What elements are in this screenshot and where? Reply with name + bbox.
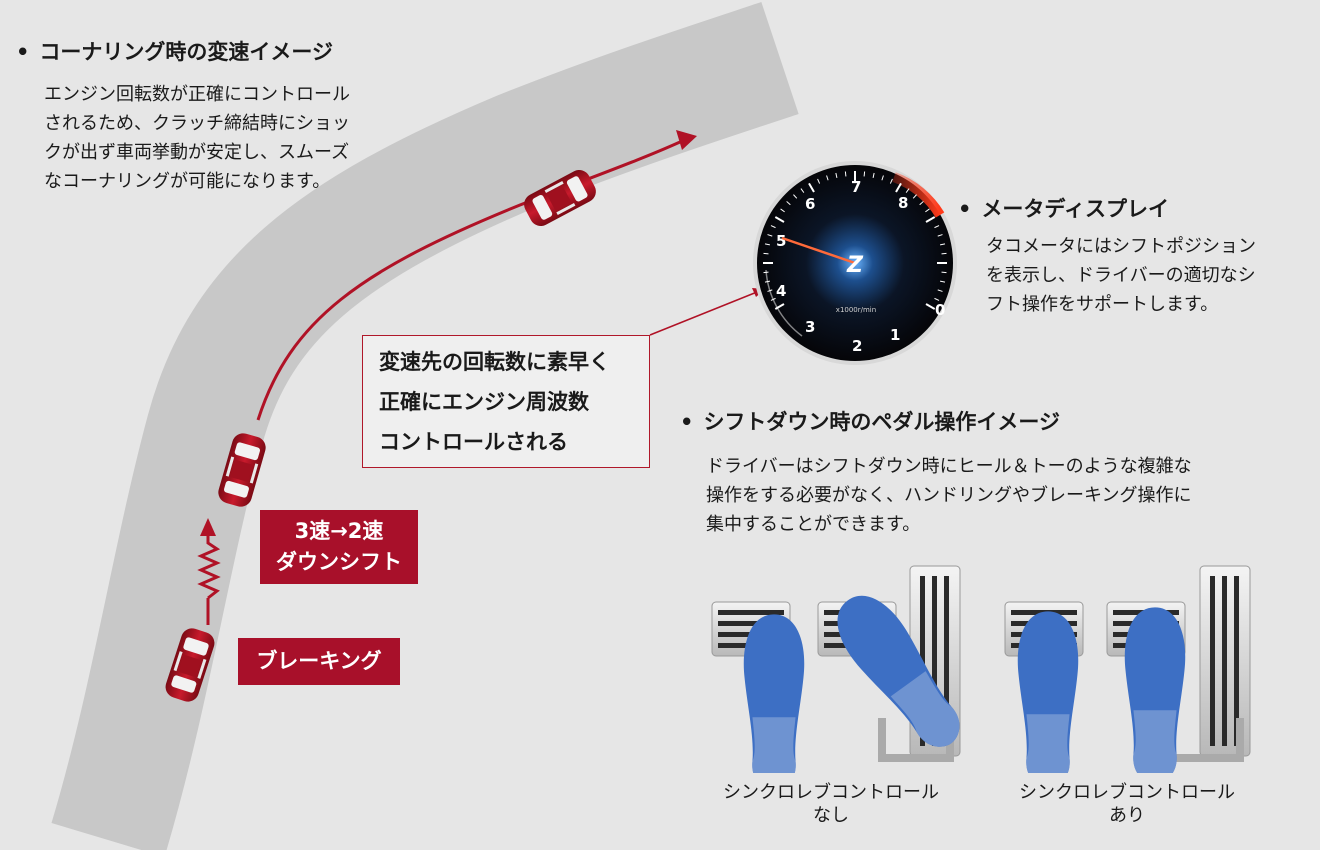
gauge-tick [817, 178, 821, 184]
gauge-tick [793, 194, 798, 199]
gauge-tick [800, 188, 805, 193]
gauge-tick [763, 271, 769, 274]
gauge-ticks [763, 171, 947, 310]
cornering-section: •コーナリング時の変速イメージ [16, 36, 333, 66]
redline-zone [892, 172, 945, 218]
pedal-body: ドライバーはシフトダウン時にヒール＆トーのような複雑な 操作をする必要がなく、ハ… [706, 456, 1192, 536]
tick-label-1: 1 [890, 326, 900, 344]
gauge-tick [826, 175, 829, 181]
downshift-arrowhead [200, 518, 216, 536]
gauge-tick [934, 297, 940, 301]
pedal-illustration [711, 565, 1251, 773]
gauge-tick [925, 208, 930, 213]
gauge-tick [925, 303, 936, 310]
shoe-clutch-right [1017, 611, 1079, 773]
caption-without-src: シンクロレブコントロール なし [723, 782, 939, 827]
gauge-tick [764, 243, 771, 246]
gauge-tick [905, 188, 910, 193]
cornering-body: エンジン回転数が正確にコントロール されるため、クラッチ締結時にショッ クが出ず… [44, 84, 350, 193]
tick-label-5: 5 [776, 232, 786, 250]
tick-label-4: 4 [776, 282, 786, 300]
gauge-tick [774, 303, 785, 310]
gauge-tick [872, 172, 875, 179]
gauge-tick [895, 182, 902, 193]
gauge-tick [937, 234, 943, 237]
gauge-tick [941, 271, 947, 274]
downshift-label: 3速→2速 ダウンシフト [260, 510, 418, 584]
tachometer-gauge: 0 1 2 3 4 5 6 7 8 Z x1000r/min [753, 161, 957, 365]
gauge-tick [770, 297, 776, 301]
bullet-icon: • [680, 410, 694, 434]
bullet-icon: • [16, 40, 30, 64]
gauge-arc [765, 269, 803, 337]
gauge-tick [764, 280, 771, 283]
gauge-needle [781, 236, 856, 265]
gauge-tick [941, 252, 947, 255]
gauge-tick [808, 182, 815, 193]
tick-label-0: 0 [935, 301, 945, 319]
bullet-icon: • [958, 197, 972, 221]
tick-label-7: 7 [851, 178, 861, 196]
downshift-zigzag [197, 533, 221, 600]
pedal-title: •シフトダウン時のペダル操作イメージ [680, 410, 1061, 434]
tick-label-2: 2 [852, 337, 862, 355]
braking-label: ブレーキング [238, 638, 400, 685]
gauge-tick [780, 208, 785, 213]
callout-leader [649, 291, 758, 336]
gauge-tick [835, 172, 838, 179]
gauge-tick [770, 225, 776, 229]
meter-body: タコメータにはシフトポジション を表示し、ドライバーの適切なシ フト操作をサポー… [986, 236, 1256, 316]
trajectory-arrowhead [676, 130, 697, 150]
gauge-tick [937, 289, 943, 292]
gauge-tick [919, 201, 924, 206]
gauge-tick [767, 234, 773, 237]
shoe-clutch-left [743, 614, 805, 773]
trajectory-line [256, 140, 681, 421]
gauge-unit: x1000r/min [836, 306, 876, 314]
gauge-tick [786, 201, 791, 206]
gauge-tick [934, 225, 940, 229]
caption-with-src: シンクロレブコントロール あり [1019, 782, 1235, 827]
z-logo: Z [846, 253, 864, 278]
meter-title: •メータディスプレイ [958, 197, 1169, 221]
gauge-tick [863, 171, 866, 177]
meter-section: •メータディスプレイ [958, 193, 1169, 223]
pedal-section: •シフトダウン時のペダル操作イメージ [680, 406, 1060, 436]
gauge-tick [912, 194, 917, 199]
gauge-tick [844, 171, 847, 177]
tick-label-8: 8 [898, 194, 908, 212]
cornering-title: •コーナリング時の変速イメージ [16, 40, 334, 64]
gauge-tick [925, 216, 936, 223]
gauge-tick [767, 289, 773, 292]
tick-label-6: 6 [805, 195, 815, 213]
rpm-callout-box: 変速先の回転数に素早く 正確にエンジン周波数 コントロールされる [362, 335, 650, 468]
shoe-brake-right [1124, 607, 1186, 773]
gauge-tick [889, 178, 893, 184]
gauge-tick [939, 280, 946, 283]
tick-label-3: 3 [805, 318, 815, 336]
gauge-tick [939, 243, 946, 246]
gauge-tick [763, 252, 769, 255]
gauge-tick [881, 175, 884, 181]
gauge-tick [774, 216, 785, 223]
road [51, 2, 799, 850]
